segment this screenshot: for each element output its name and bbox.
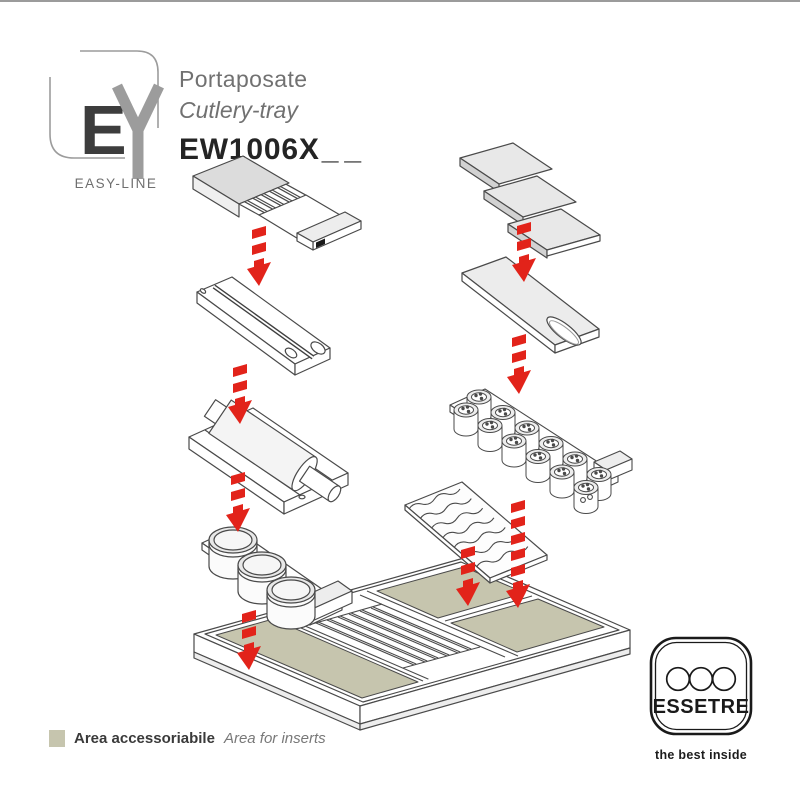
part-film-roll-holder (188, 399, 349, 515)
film-roll (208, 399, 342, 503)
insert-area-right-front (450, 598, 605, 653)
product-title-en: Cutlery-tray (179, 97, 298, 123)
container-jars (208, 526, 316, 630)
roll-holder-hole (298, 494, 306, 500)
part-grooved-board (196, 276, 331, 376)
board-hole-1 (310, 341, 326, 355)
logo-letter-e: E (80, 91, 127, 169)
essetre-circle-2 (688, 666, 714, 692)
tray-base-lip-right (359, 647, 631, 731)
logo-letter-y-glyph (112, 83, 164, 179)
part-knife-block-insert (192, 155, 362, 251)
part-board-insert (461, 256, 600, 354)
legend: Area accessoriabile Area for inserts (49, 730, 326, 747)
easy-line-logo: E EASY-LINE (49, 50, 164, 191)
product-title-it: Portaposate (179, 66, 308, 92)
title-block: Portaposate Cutlery-tray EW1006X__ (179, 66, 367, 167)
essetre-tagline: the best inside (654, 748, 748, 762)
legend-label-en: Area for inserts (223, 730, 326, 747)
board-handle-slot (546, 316, 582, 346)
part-knife-slot-insert (404, 481, 548, 584)
logo-frame-bottom-left (49, 77, 125, 159)
top-border (0, 0, 800, 2)
arrow-left-1 (247, 226, 271, 286)
logo-subtitle: EASY-LINE (75, 176, 158, 191)
tray-dividers (277, 590, 533, 682)
board-hole-2 (284, 347, 298, 359)
part-spice-jars-rack (449, 388, 633, 515)
essetre-logo-block: ESSETRE the best inside (648, 636, 754, 762)
insert-area-swatch (49, 730, 65, 747)
legend-swatch (49, 730, 65, 747)
logo-frame-top-right (80, 50, 159, 128)
essetre-outer-frame (649, 636, 753, 736)
part-round-containers (201, 526, 353, 630)
knife-block-mark (316, 238, 325, 248)
essetre-circle-3 (711, 666, 737, 692)
knife-block-side (192, 175, 240, 218)
product-code: EW1006X__ (179, 133, 367, 167)
essetre-circle-1 (665, 666, 691, 692)
insert-area-left (215, 618, 419, 699)
essetre-logo: ESSETRE (649, 636, 753, 736)
spice-jars (453, 389, 612, 515)
board-hole-3 (199, 288, 207, 294)
essetre-name: ESSETRE (653, 696, 750, 718)
legend-label-it: Area accessoriabile (74, 730, 215, 747)
product-code-suffix: __ (321, 133, 368, 166)
essetre-inner-frame (654, 641, 748, 731)
arrow-right-2 (507, 334, 531, 394)
knife-block-rail-end (296, 232, 314, 251)
